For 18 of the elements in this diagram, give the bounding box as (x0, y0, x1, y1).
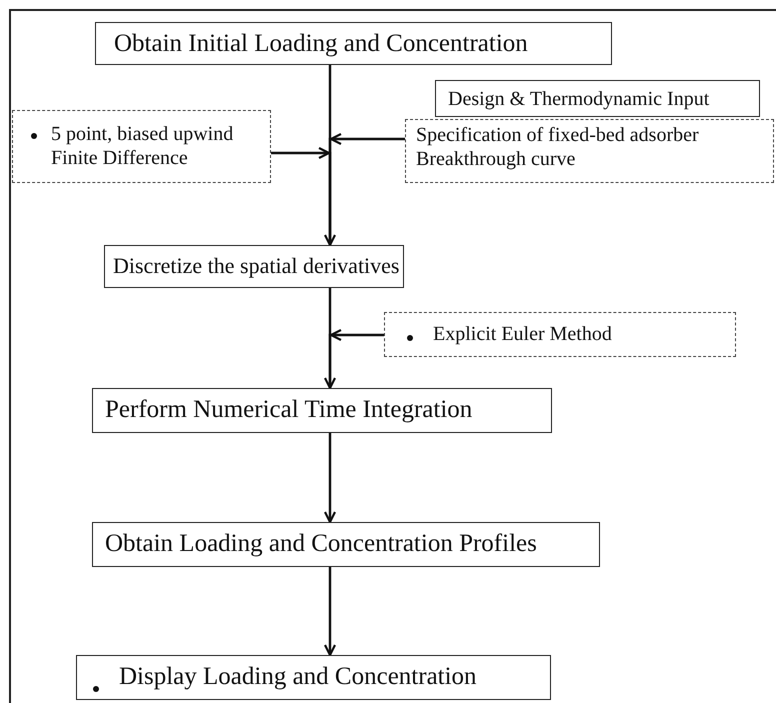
note-box (405, 119, 774, 183)
node-text: Design & Thermodynamic Input (448, 87, 710, 111)
node-text: Discretize the spatial derivatives (113, 253, 400, 280)
node-text: Obtain Initial Loading and Concentration (114, 29, 529, 59)
node-text: Specification of fixed-bed adsorber Breakthrough curve (416, 123, 700, 171)
note-box (12, 110, 271, 183)
node-text: Obtain Loading and Concentration Profiles (105, 529, 538, 559)
node-text: 5 point, biased upwind Finite Difference (51, 122, 234, 170)
note-box (384, 312, 736, 357)
node-text: Explicit Euler Method (433, 322, 613, 346)
node-text: Display Loading and Concentration (119, 662, 478, 692)
process-box (435, 80, 760, 117)
process-box (92, 388, 552, 433)
process-box (104, 245, 404, 288)
node-text: Perform Numerical Time Integration (105, 395, 474, 425)
process-box (76, 655, 551, 700)
process-box (95, 22, 612, 65)
process-box (92, 522, 600, 567)
